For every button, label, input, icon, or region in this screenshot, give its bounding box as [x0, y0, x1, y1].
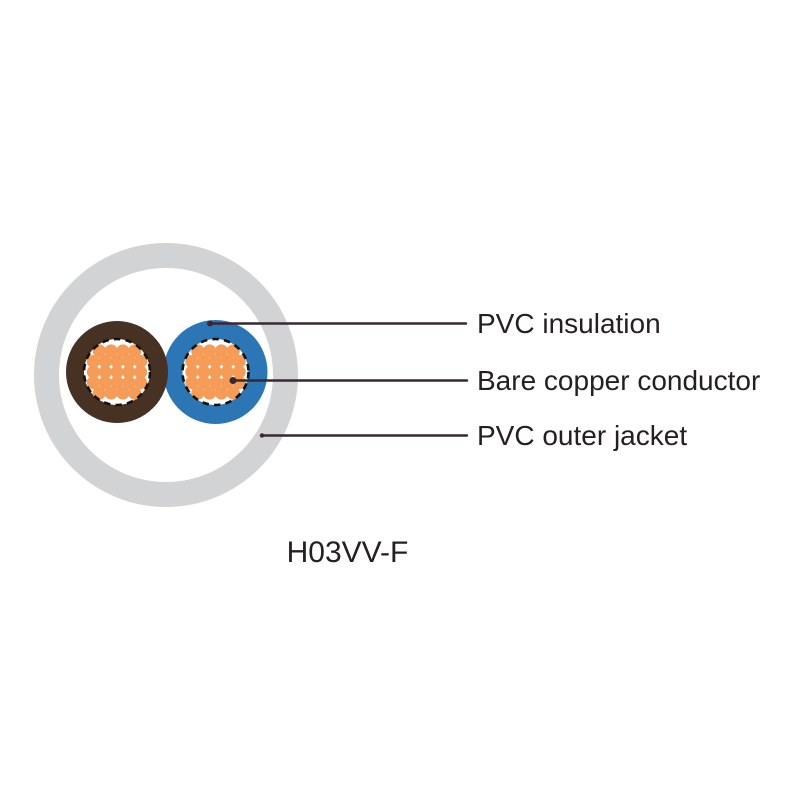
copper-strand	[197, 365, 211, 379]
copper-strand	[86, 375, 100, 390]
copper-strand	[214, 386, 228, 400]
leader-dot-1	[207, 320, 213, 327]
copper-strand	[185, 375, 199, 390]
copper-strand	[197, 375, 211, 390]
copper-strand	[110, 375, 124, 390]
copper-strand	[134, 375, 148, 390]
leader-dot-3	[259, 433, 265, 438]
copper-strand	[86, 354, 100, 369]
copper-strand	[232, 354, 246, 369]
copper-strand	[104, 386, 118, 400]
brown-core-dashed-ring	[82, 337, 152, 407]
copper-strand	[110, 365, 124, 379]
copper-strand	[220, 354, 234, 369]
label-bare-copper-conductor: Bare copper conductor	[477, 365, 761, 396]
copper-strand	[208, 365, 223, 379]
copper-strand	[122, 365, 136, 379]
copper-strand	[122, 375, 136, 390]
copper-strand	[98, 365, 112, 379]
copper-strand	[214, 344, 228, 358]
copper-strand	[208, 354, 223, 369]
copper-strand	[86, 365, 100, 379]
copper-strand	[104, 344, 118, 358]
copper-strand	[134, 365, 148, 379]
cable-type-caption: H03VV-F	[286, 536, 409, 569]
copper-strand	[110, 354, 124, 369]
copper-strand	[185, 354, 199, 369]
copper-strand	[185, 365, 199, 379]
copper-strand	[220, 365, 234, 379]
copper-strand	[134, 354, 148, 369]
copper-strand	[232, 365, 246, 379]
copper-strand	[116, 386, 130, 400]
copper-strand	[98, 354, 112, 369]
copper-strand	[98, 375, 112, 390]
copper-strand	[116, 344, 130, 358]
label-pvc-outer-jacket: PVC outer jacket	[477, 420, 688, 451]
label-pvc-insulation: PVC insulation	[477, 308, 661, 339]
copper-strand	[203, 344, 217, 358]
copper-strand	[197, 354, 211, 369]
copper-strand	[122, 354, 136, 369]
blue-core-dashed-ring	[181, 337, 250, 407]
leader-dot-2	[229, 377, 237, 384]
copper-strand	[203, 386, 217, 400]
copper-strand	[208, 375, 223, 390]
